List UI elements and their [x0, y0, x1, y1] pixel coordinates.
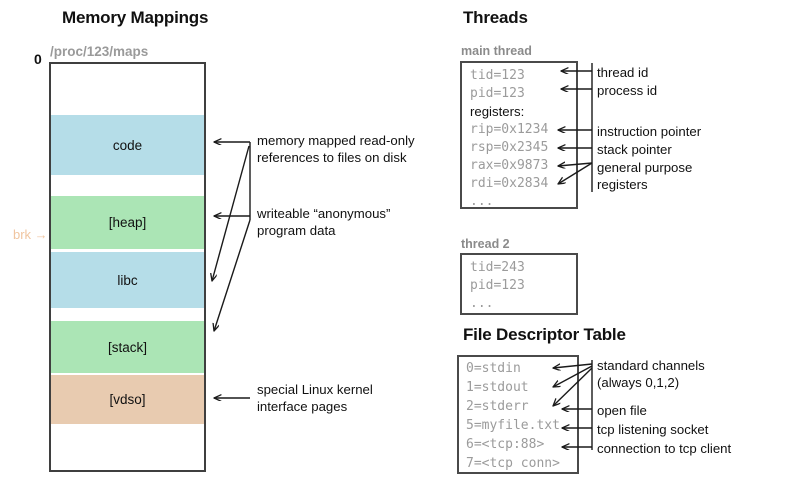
file-descriptor-table-title: File Descriptor Table — [463, 325, 626, 344]
note-open-file: open file — [597, 403, 647, 418]
memory-band-stack: [stack] — [51, 321, 204, 373]
memory-band-libc: libc — [51, 252, 204, 308]
memory-band-label: libc — [117, 272, 138, 288]
memory-band-vdso: [vdso] — [51, 375, 204, 424]
thread-2-row: pid=123 — [470, 278, 525, 293]
memory-band-label: [vdso] — [109, 392, 146, 407]
main-thread-label: main thread — [461, 44, 532, 58]
thread-2-box: tid=243 pid=123... — [460, 253, 578, 315]
proc-maps-path-label: /proc/123/maps — [50, 44, 149, 59]
main-thread-row: ... — [470, 194, 494, 209]
thread-2-row: ... — [470, 296, 494, 311]
brk-marker-label: brk → — [13, 227, 48, 242]
note-file-backed-mappings: memory mapped read-only references to fi… — [257, 133, 415, 165]
note-standard-channels: standard channels (always 0,1,2) — [597, 358, 705, 390]
memory-band-code: code — [51, 115, 204, 175]
note-vdso-kernel-pages: special Linux kernel interface pages — [257, 382, 373, 414]
memory-mappings-title: Memory Mappings — [62, 8, 209, 27]
memory-map-container: code [heap] libc [stack] [vdso] — [49, 62, 206, 472]
note-instruction-pointer: instruction pointer — [597, 124, 702, 139]
fd-entry-row: 7=<tcp conn> — [466, 456, 560, 471]
thread-2-label: thread 2 — [461, 237, 510, 251]
main-thread-row: rdi=0x2834 — [470, 176, 549, 191]
fd-entry-row: 5=myfile.txt — [466, 418, 560, 433]
memory-band-heap: [heap] — [51, 196, 204, 249]
main-thread-row: registers: — [470, 104, 525, 119]
main-thread-row: rsp=0x2345 — [470, 140, 549, 155]
fd-entry-row: 2=stderr — [466, 399, 529, 414]
threads-title: Threads — [463, 8, 528, 27]
fd-entry-row: 1=stdout — [466, 380, 529, 395]
main-thread-row: tid=123 — [470, 68, 525, 83]
thread-2-row: tid=243 — [470, 260, 525, 275]
memory-band-label: [heap] — [108, 215, 147, 230]
main-thread-row: rax=0x9873 — [470, 158, 549, 173]
arrow-libc-filebacked — [212, 145, 250, 281]
main-thread-box: tid=123 pid=123 registers: rip=0x1234 rsp=0x… — [460, 61, 578, 209]
memory-band-label: [stack] — [107, 339, 147, 355]
main-thread-row: pid=123 — [470, 86, 525, 101]
fd-entry-row: 6=<tcp:88> — [466, 437, 545, 452]
note-process-id: process id — [597, 83, 658, 98]
memory-band-label: code — [112, 137, 143, 153]
note-general-purpose-registers: general purpose registers — [597, 160, 693, 192]
note-stack-pointer: stack pointer — [597, 142, 672, 157]
file-descriptor-table-box: 0=stdin 1=stdout 2=stderr 5=myfile.txt 6=<tc… — [457, 355, 579, 474]
note-anonymous-mappings: writeable “anonymous” program data — [257, 206, 391, 238]
note-tcp-client-connection: connection to tcp client — [597, 441, 732, 456]
main-thread-row: rip=0x1234 — [470, 122, 549, 137]
note-tcp-listening-socket: tcp listening socket — [597, 422, 709, 437]
note-thread-id: thread id — [597, 65, 649, 80]
arrow-stack-anonymous — [214, 219, 251, 331]
address-zero-label: 0 — [34, 51, 42, 67]
fd-entry-row: 0=stdin — [466, 361, 521, 376]
